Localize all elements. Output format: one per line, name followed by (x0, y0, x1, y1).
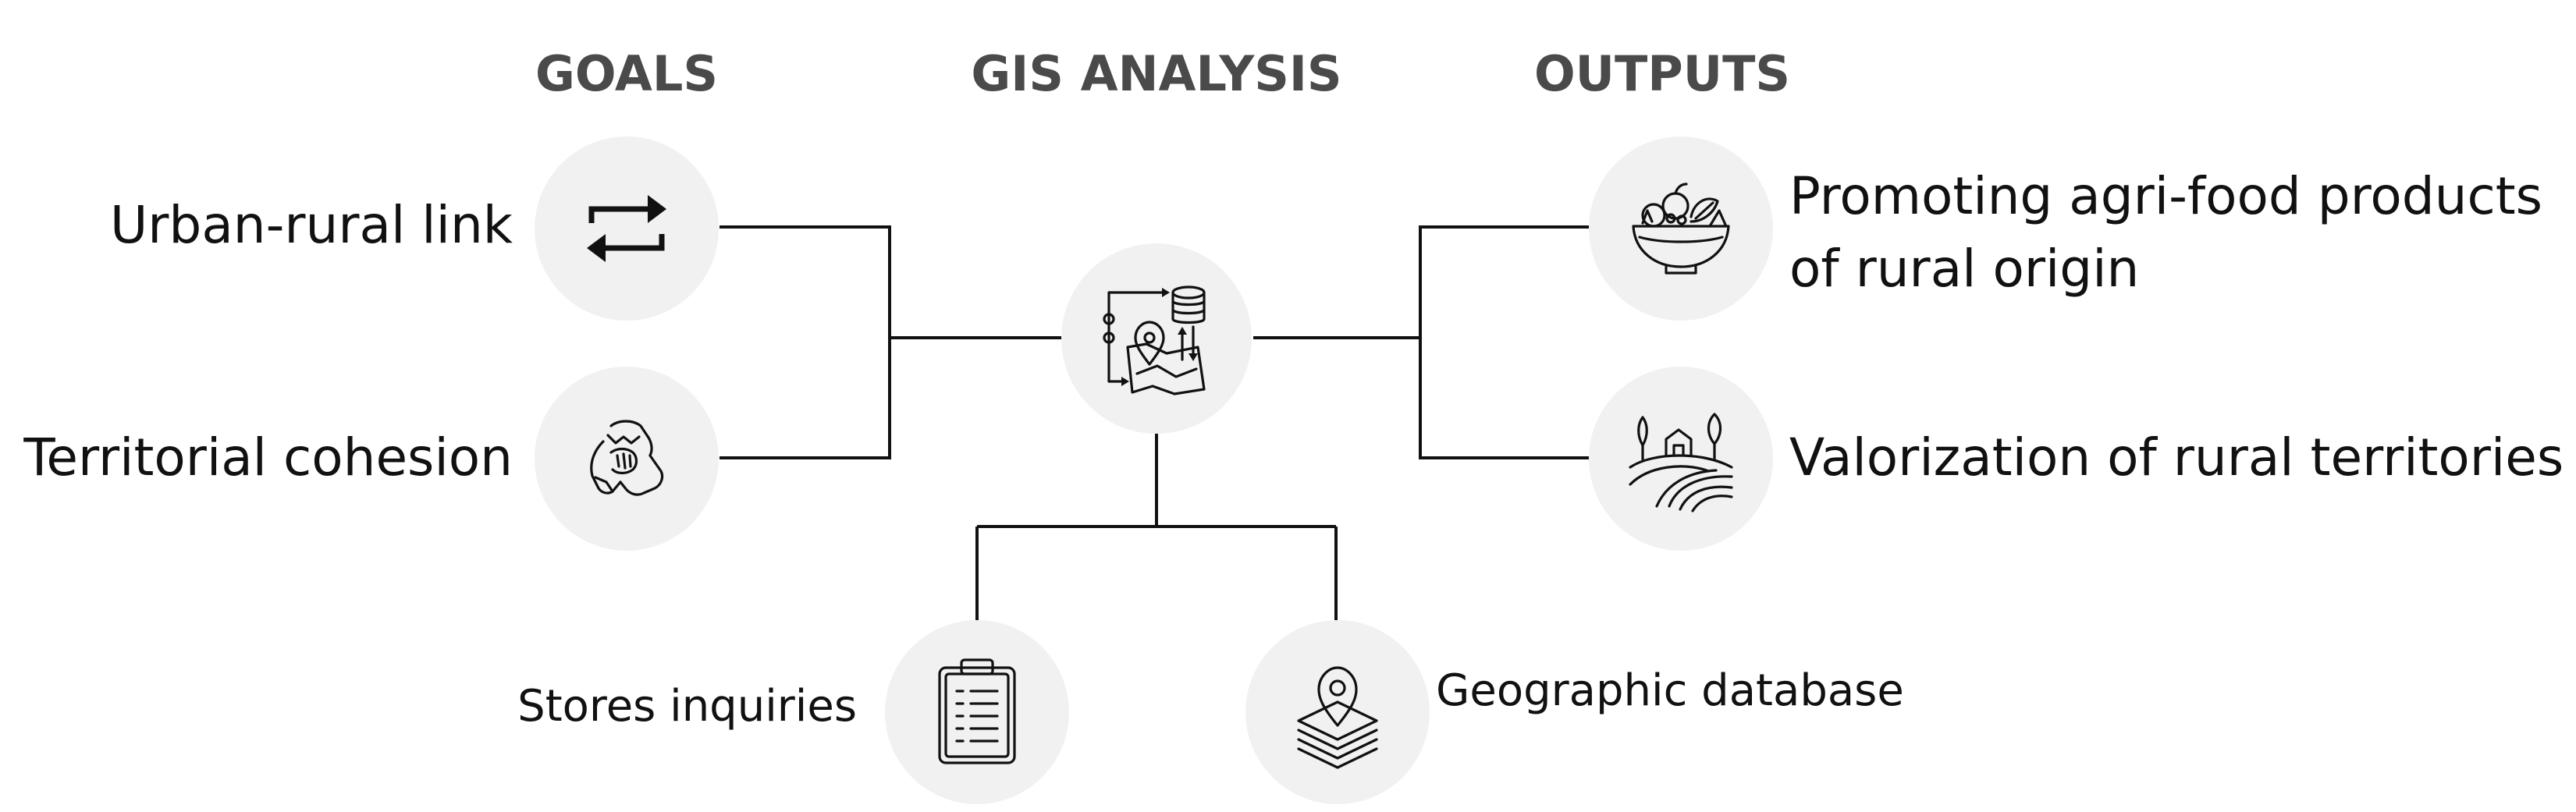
output-node-promoting-agri-food (1589, 137, 1773, 321)
stacked-hands-icon (590, 420, 664, 496)
heading-goals: GOALS (535, 45, 719, 102)
goal-node-urban-rural-link (535, 137, 719, 321)
connector-output-valorization (1419, 338, 1589, 459)
output-node-valorization-rural (1589, 367, 1773, 551)
output-label-promoting-line1: Promoting agri-food products (1789, 166, 2543, 226)
input-node-stores-inquiries (885, 620, 1069, 804)
goal-label-urban-rural-link: Urban-rural link (109, 195, 513, 255)
output-label-promoting-line2: of rural origin (1789, 239, 2140, 299)
connector-goal-territorial (720, 338, 891, 459)
rural-landscape-icon (1629, 413, 1733, 512)
gis-map-database-icon (1103, 285, 1206, 395)
exchange-arrows-icon (587, 195, 666, 262)
heading-gis-analysis: GIS ANALYSIS (971, 45, 1342, 102)
output-label-valorization: Valorization of rural territories (1789, 427, 2564, 488)
map-layers-pin-icon (1297, 666, 1378, 769)
food-bowl-icon (1632, 183, 1730, 275)
input-label-geographic-database: Geographic database (1436, 665, 1904, 716)
connector-goal-urban-rural (720, 225, 891, 338)
input-label-stores-inquiries: Stores inquiries (517, 681, 857, 732)
input-node-geographic-database (1245, 620, 1430, 804)
center-node-gis-analysis (1061, 243, 1252, 434)
connector-output-promoting (1419, 225, 1589, 338)
clipboard-list-icon (938, 658, 1016, 764)
goal-node-territorial-cohesion (535, 367, 719, 551)
goal-label-territorial-cohesion: Territorial cohesion (23, 427, 513, 488)
heading-outputs: OUTPUTS (1533, 45, 1791, 102)
